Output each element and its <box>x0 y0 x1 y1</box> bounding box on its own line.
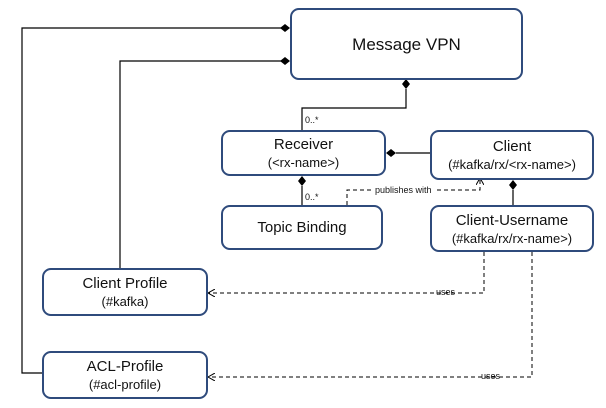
client-profile-vpn-diamond <box>280 57 290 65</box>
client-username-title: Client-Username <box>455 211 569 229</box>
receiver-vpn-diamond <box>402 79 410 89</box>
topic-binding-title: Topic Binding <box>257 219 347 236</box>
receiver-to-vpn-composition-line <box>301 89 407 130</box>
uses-acl-profile-label: uses <box>481 371 501 381</box>
uses-client-profile-dependency-line <box>208 252 485 293</box>
client-profile-to-vpn-composition-line <box>119 60 282 268</box>
client-receiver-diamond <box>386 149 396 157</box>
publishes-with-dependency-line <box>346 178 480 205</box>
client-subtitle: (#kafka/rx/<rx-name>) <box>448 157 576 172</box>
uses-acl-profile-dependency-line <box>208 252 533 377</box>
acl-profile-subtitle: (#acl-profile) <box>88 377 162 392</box>
client-profile-subtitle: (#kafka) <box>101 294 149 309</box>
publishes-with-label: publishes with <box>373 185 434 196</box>
receiver-title: Receiver <box>273 136 334 153</box>
topic-binding-box: Topic Binding <box>221 205 383 250</box>
message-vpn-box: Message VPN <box>290 8 523 80</box>
client-username-subtitle: (#kafka/rx/rx-name>) <box>451 230 573 246</box>
acl-to-vpn-composition-line <box>21 27 282 374</box>
receiver-subtitle: (<rx-name>) <box>267 155 340 170</box>
uses-client-profile-label: uses <box>436 287 456 297</box>
acl-profile-title: ACL-Profile <box>86 358 164 375</box>
vpn-receiver-multiplicity-label: 0..* <box>305 115 319 125</box>
client-profile-box: Client Profile (#kafka) <box>42 268 208 316</box>
binding-receiver-diamond <box>298 176 306 186</box>
receiver-box: Receiver (<rx-name>) <box>221 130 386 176</box>
client-box: Client (#kafka/rx/<rx-name>) <box>430 130 594 180</box>
client-username-box: Client-Username (#kafka/rx/rx-name>) <box>430 205 594 252</box>
username-client-diamond <box>509 180 517 190</box>
acl-profile-box: ACL-Profile (#acl-profile) <box>42 351 208 399</box>
client-profile-title: Client Profile <box>82 275 168 292</box>
client-title: Client <box>492 138 532 155</box>
message-vpn-title: Message VPN <box>352 34 461 54</box>
receiver-binding-multiplicity-label: 0..* <box>305 192 319 202</box>
acl-vpn-diamond <box>280 24 290 32</box>
